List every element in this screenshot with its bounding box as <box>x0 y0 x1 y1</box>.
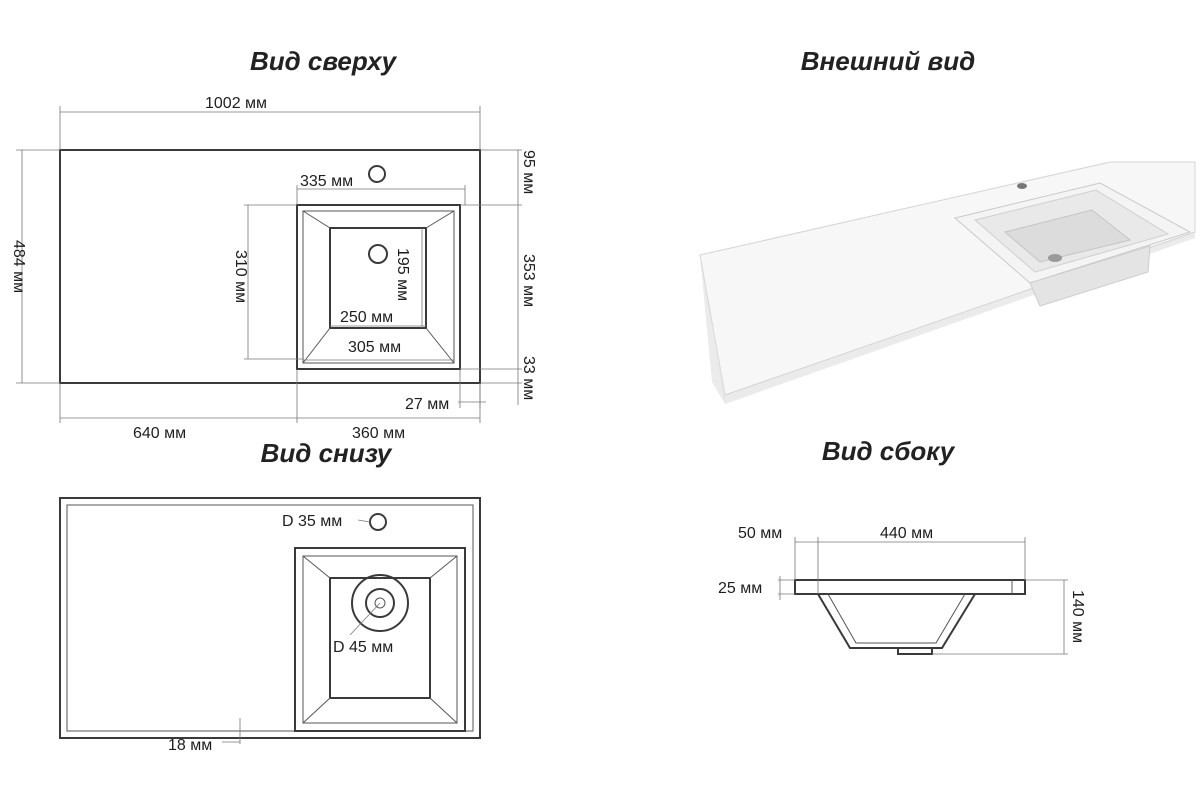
bowl-bottom <box>329 227 427 329</box>
dim-overall-width: 1002 мм <box>205 95 267 112</box>
side-slab <box>794 579 1026 595</box>
dim-drain-hole: D 45 мм <box>333 639 393 656</box>
dim-total-height: 140 мм <box>1069 590 1086 643</box>
dim-tap-hole: D 35 мм <box>282 513 342 530</box>
dim-bowl-rim-width: 305 мм <box>348 339 401 356</box>
tap-hole <box>368 165 386 183</box>
dim-bowl-depth-right: 353 мм <box>520 254 537 307</box>
dim-front-margin: 33 мм <box>520 356 537 400</box>
dim-overall-depth: 484 мм <box>10 240 27 293</box>
title-exterior-view: Внешний вид <box>801 46 975 76</box>
title-side-view: Вид сбоку <box>822 436 956 466</box>
bowl-inner-rim <box>302 210 455 364</box>
title-bottom-view: Вид снизу <box>261 438 393 468</box>
dim-bowl-width: 440 мм <box>880 525 933 542</box>
dim-bowl-outer-depth: 310 мм <box>232 250 249 303</box>
dim-bowl-inner-width: 250 мм <box>340 309 393 326</box>
dim-slab-thickness: 25 мм <box>718 580 762 597</box>
bottom-inner-outline <box>66 504 474 732</box>
exterior-view <box>699 161 1196 404</box>
bowl-outer-rim <box>296 204 461 370</box>
dim-left-section: 640 мм <box>133 425 186 442</box>
bottom-drain-outer <box>351 574 409 632</box>
bottom-drain-inner <box>365 588 395 618</box>
dim-top-offset: 50 мм <box>738 525 782 542</box>
dim-side-margin: 27 мм <box>405 396 449 413</box>
title-top-view: Вид сверху <box>250 46 398 76</box>
side-drain <box>897 647 933 655</box>
dim-back-margin: 95 мм <box>520 150 537 194</box>
dim-bowl-outer-width: 335 мм <box>300 173 353 190</box>
bottom-outer-outline <box>59 497 481 739</box>
top-view: 1002 мм 484 мм 335 мм 310 мм 195 мм 250 … <box>10 95 537 442</box>
bottom-view: D 45 мм D 35 мм 18 мм <box>59 497 481 754</box>
drain-hole <box>368 244 388 264</box>
dim-right-section: 360 мм <box>352 425 405 442</box>
dim-bowl-inner-depth: 195 мм <box>394 248 411 301</box>
bottom-bowl-inner <box>329 577 431 699</box>
countertop-outline <box>59 149 481 384</box>
bottom-tap-hole <box>369 513 387 531</box>
side-view: 50 мм 440 мм 25 мм 140 мм <box>718 525 1086 655</box>
dim-edge: 18 мм <box>168 737 212 754</box>
side-bowl <box>816 593 977 649</box>
bottom-bowl-outer <box>294 547 466 732</box>
